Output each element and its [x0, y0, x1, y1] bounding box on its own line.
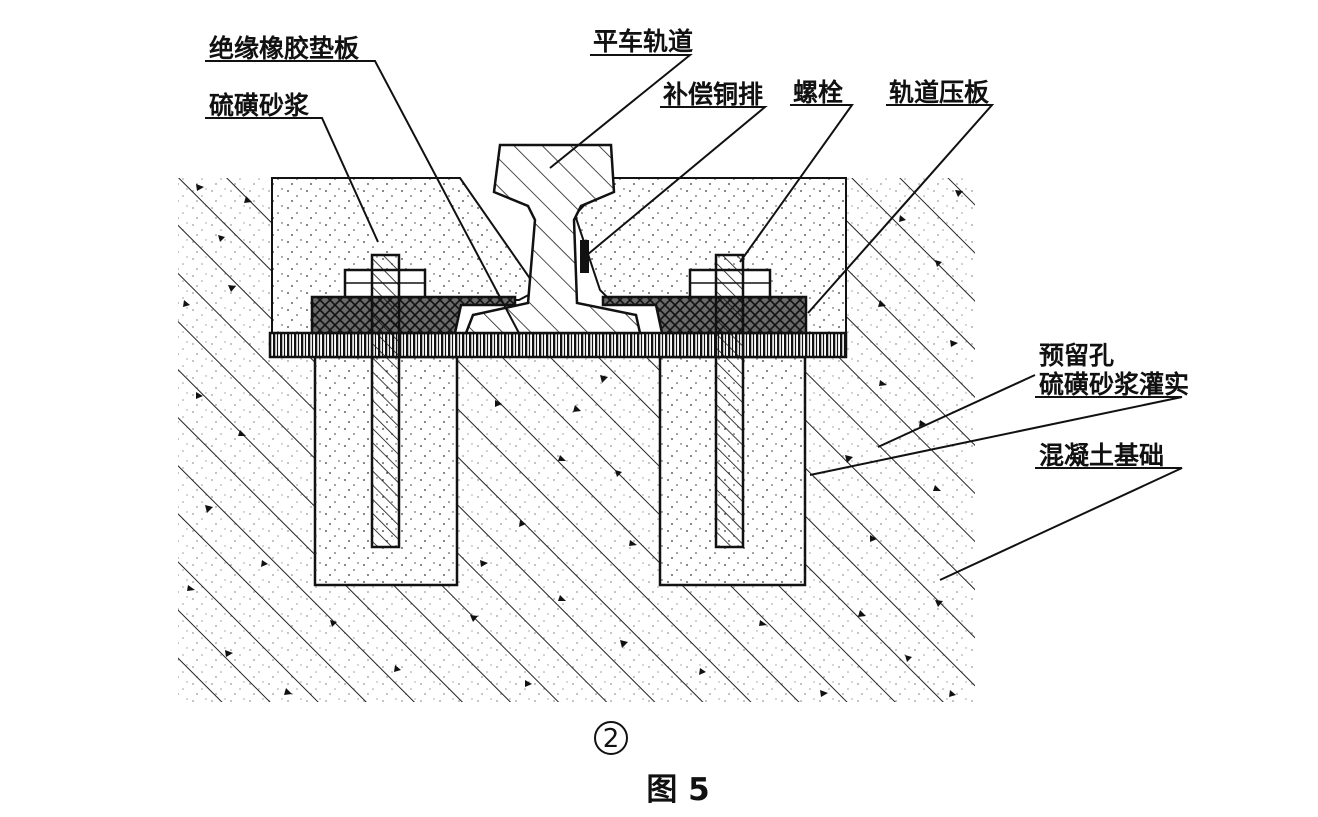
- label-bolt: 螺栓: [793, 78, 843, 107]
- label-insulating-rubber-pad: 绝缘橡胶垫板: [209, 34, 359, 63]
- label-concrete-foundation: 混凝土基础: [1039, 441, 1164, 470]
- compensating-copper-bar: [580, 240, 589, 273]
- figure-caption: 图 5: [646, 772, 709, 808]
- detail-number: 2: [603, 724, 620, 754]
- rail-clamp-plate: [310, 295, 808, 335]
- insulating-rubber-pad: [268, 331, 848, 359]
- label-compensating-copper-bar: 补偿铜排: [663, 80, 763, 109]
- label-rail-clamp-plate: 轨道压板: [889, 78, 989, 107]
- label-reserved-hole-fill: 硫磺砂浆灌实: [1039, 370, 1189, 399]
- leader-lines: [205, 54, 1183, 581]
- label-reserved-hole: 预留孔: [1039, 341, 1114, 370]
- label-sulfur-mortar: 硫磺砂浆: [209, 91, 309, 120]
- bolt-right: [688, 253, 772, 549]
- detail-number-marker: 2: [594, 721, 628, 755]
- label-crane-rail: 平车轨道: [593, 27, 693, 56]
- sulfur-mortar-fill: [271, 177, 847, 334]
- bolt-left: [343, 253, 427, 549]
- crane-rail: [464, 143, 642, 335]
